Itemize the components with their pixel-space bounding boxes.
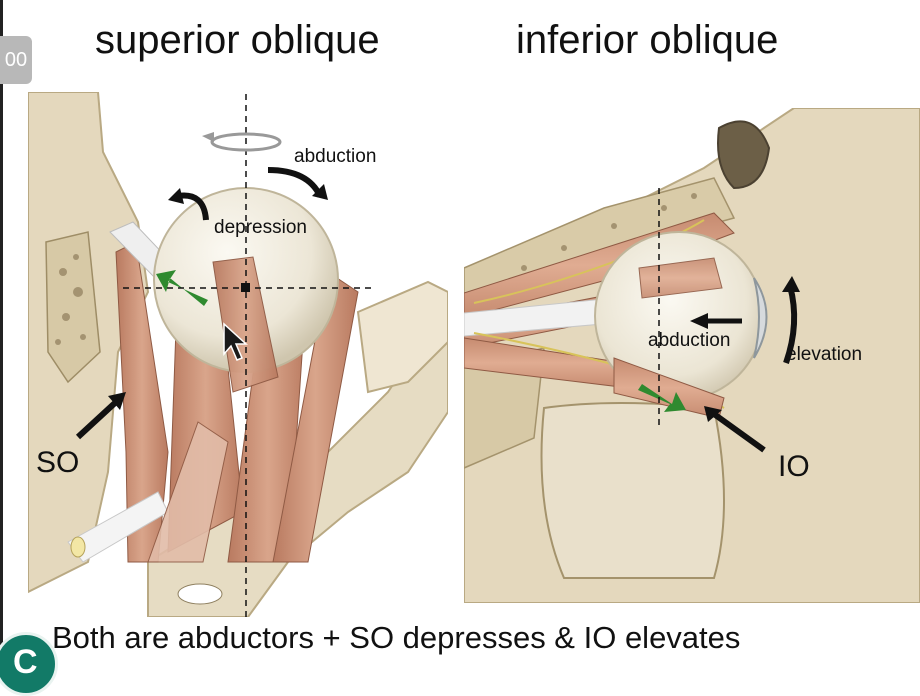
inferior-oblique-illustration — [464, 108, 920, 603]
title-inferior-oblique: inferior oblique — [516, 18, 779, 62]
slide-number-badge: 00 — [0, 36, 32, 84]
summary-caption: Both are abductors + SO depresses & IO e… — [52, 620, 741, 655]
maxillary-sinus — [540, 402, 725, 579]
cornea — [753, 277, 768, 359]
inferior-oblique-drawing — [464, 108, 920, 603]
label-abduction-right: abduction — [648, 330, 731, 351]
cursor-icon — [223, 322, 248, 361]
elevation-arrow — [783, 285, 798, 364]
depression-arrow — [177, 192, 209, 221]
lateral-wall-bone — [356, 280, 448, 394]
frontal-sinus — [717, 120, 771, 190]
rotation-indicator — [210, 132, 282, 152]
superior-oblique-illustration — [28, 92, 448, 617]
corner-logo-icon[interactable]: C — [0, 632, 58, 696]
label-depression: depression — [214, 217, 307, 238]
title-superior-oblique: superior oblique — [95, 18, 380, 62]
label-io: IO — [778, 450, 810, 483]
left-window-edge — [0, 0, 3, 672]
io-pointer-arrow — [712, 411, 766, 453]
lateral-rectus-muscle — [272, 271, 359, 563]
label-so: SO — [36, 446, 80, 479]
label-elevation: elevation — [786, 344, 863, 365]
superior-oblique-drawing — [28, 92, 448, 617]
label-abduction-left: abduction — [294, 146, 377, 167]
green-force-arrow-right — [638, 384, 686, 412]
so-pointer-arrow — [75, 399, 119, 440]
